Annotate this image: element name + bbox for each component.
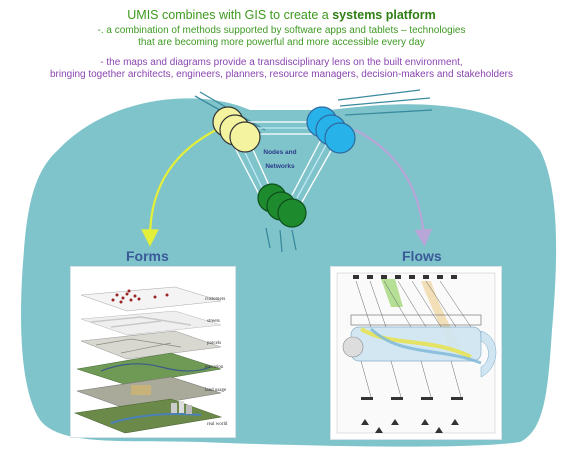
forms-title: Forms bbox=[126, 248, 169, 264]
layer-label-elevation: elevation bbox=[205, 365, 224, 370]
subtitle-technology: -. a combination of methods supported by… bbox=[0, 25, 563, 49]
layer-label-parcels: parcels bbox=[207, 341, 221, 346]
flow-diagram-illustration bbox=[336, 272, 497, 434]
flow-source-nodes bbox=[353, 275, 457, 279]
forms-panel: customers streets parcels elevation land… bbox=[70, 266, 236, 438]
center-label-line2: Networks bbox=[265, 163, 295, 170]
arrow-to-flows bbox=[354, 129, 433, 247]
node-cluster-blue bbox=[306, 106, 356, 154]
subtitle-maps-line2: bringing together architects, engineers,… bbox=[49, 69, 514, 80]
layer-elevation bbox=[76, 352, 222, 386]
center-label-line1: Nodes and bbox=[263, 149, 296, 156]
layer-label-real-world: real world bbox=[207, 422, 228, 427]
flow-sink-nodes bbox=[361, 397, 463, 433]
subtitle-maps-line1: - the maps and diagrams provide a transd… bbox=[100, 57, 463, 68]
subtitle-technology-line1: -. a combination of methods supported by… bbox=[97, 25, 466, 36]
flows-title: Flows bbox=[402, 248, 442, 264]
layer-customers bbox=[80, 286, 222, 312]
gis-layers-illustration: customers streets parcels elevation land… bbox=[73, 286, 228, 434]
customer-dots bbox=[111, 289, 169, 304]
title-line: UMIS combines with GIS to create a syste… bbox=[127, 8, 436, 22]
subtitle-maps: - the maps and diagrams provide a transd… bbox=[0, 57, 563, 81]
layer-label-land-usage: land usage bbox=[205, 388, 227, 393]
arrow-to-forms bbox=[141, 116, 232, 247]
layer-label-customers: customers bbox=[205, 297, 225, 302]
layer-label-streets: streets bbox=[207, 319, 220, 324]
title-emphasis: systems platform bbox=[332, 8, 436, 22]
flows-panel bbox=[330, 266, 502, 440]
node-cluster-yellow bbox=[212, 106, 261, 153]
layer-parcels bbox=[80, 330, 222, 360]
flow-lines bbox=[355, 280, 472, 398]
node-cluster-green bbox=[257, 183, 307, 228]
subtitle-technology-line2: that are becoming more powerful and more… bbox=[138, 37, 425, 48]
layer-streets bbox=[80, 310, 222, 336]
